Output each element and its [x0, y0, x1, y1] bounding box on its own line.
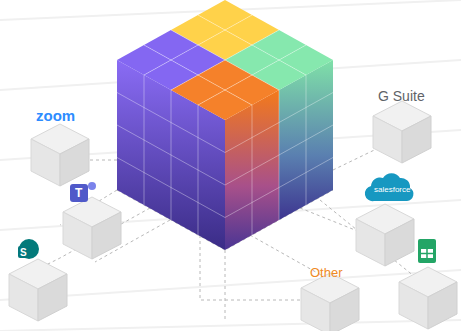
logo-text: salesforce — [374, 186, 410, 194]
grid-line — [198, 45, 306, 105]
logo-text: G Suite — [378, 89, 425, 103]
central-cube — [117, 0, 333, 250]
grid-line — [144, 45, 252, 105]
grid-line — [306, 75, 307, 205]
grid-line — [117, 125, 225, 185]
grid-line — [171, 30, 279, 90]
grid-line — [117, 158, 225, 218]
logos — [18, 173, 436, 263]
cube-cell — [198, 90, 252, 120]
grid-line — [225, 125, 333, 185]
logo-text: S — [20, 248, 27, 258]
grid-line — [225, 158, 333, 218]
grid-line — [198, 105, 199, 235]
logo-text: zoom — [36, 108, 75, 123]
logo-text: Other — [310, 266, 343, 279]
grid-line — [171, 30, 279, 90]
logo-text: T — [75, 187, 82, 199]
